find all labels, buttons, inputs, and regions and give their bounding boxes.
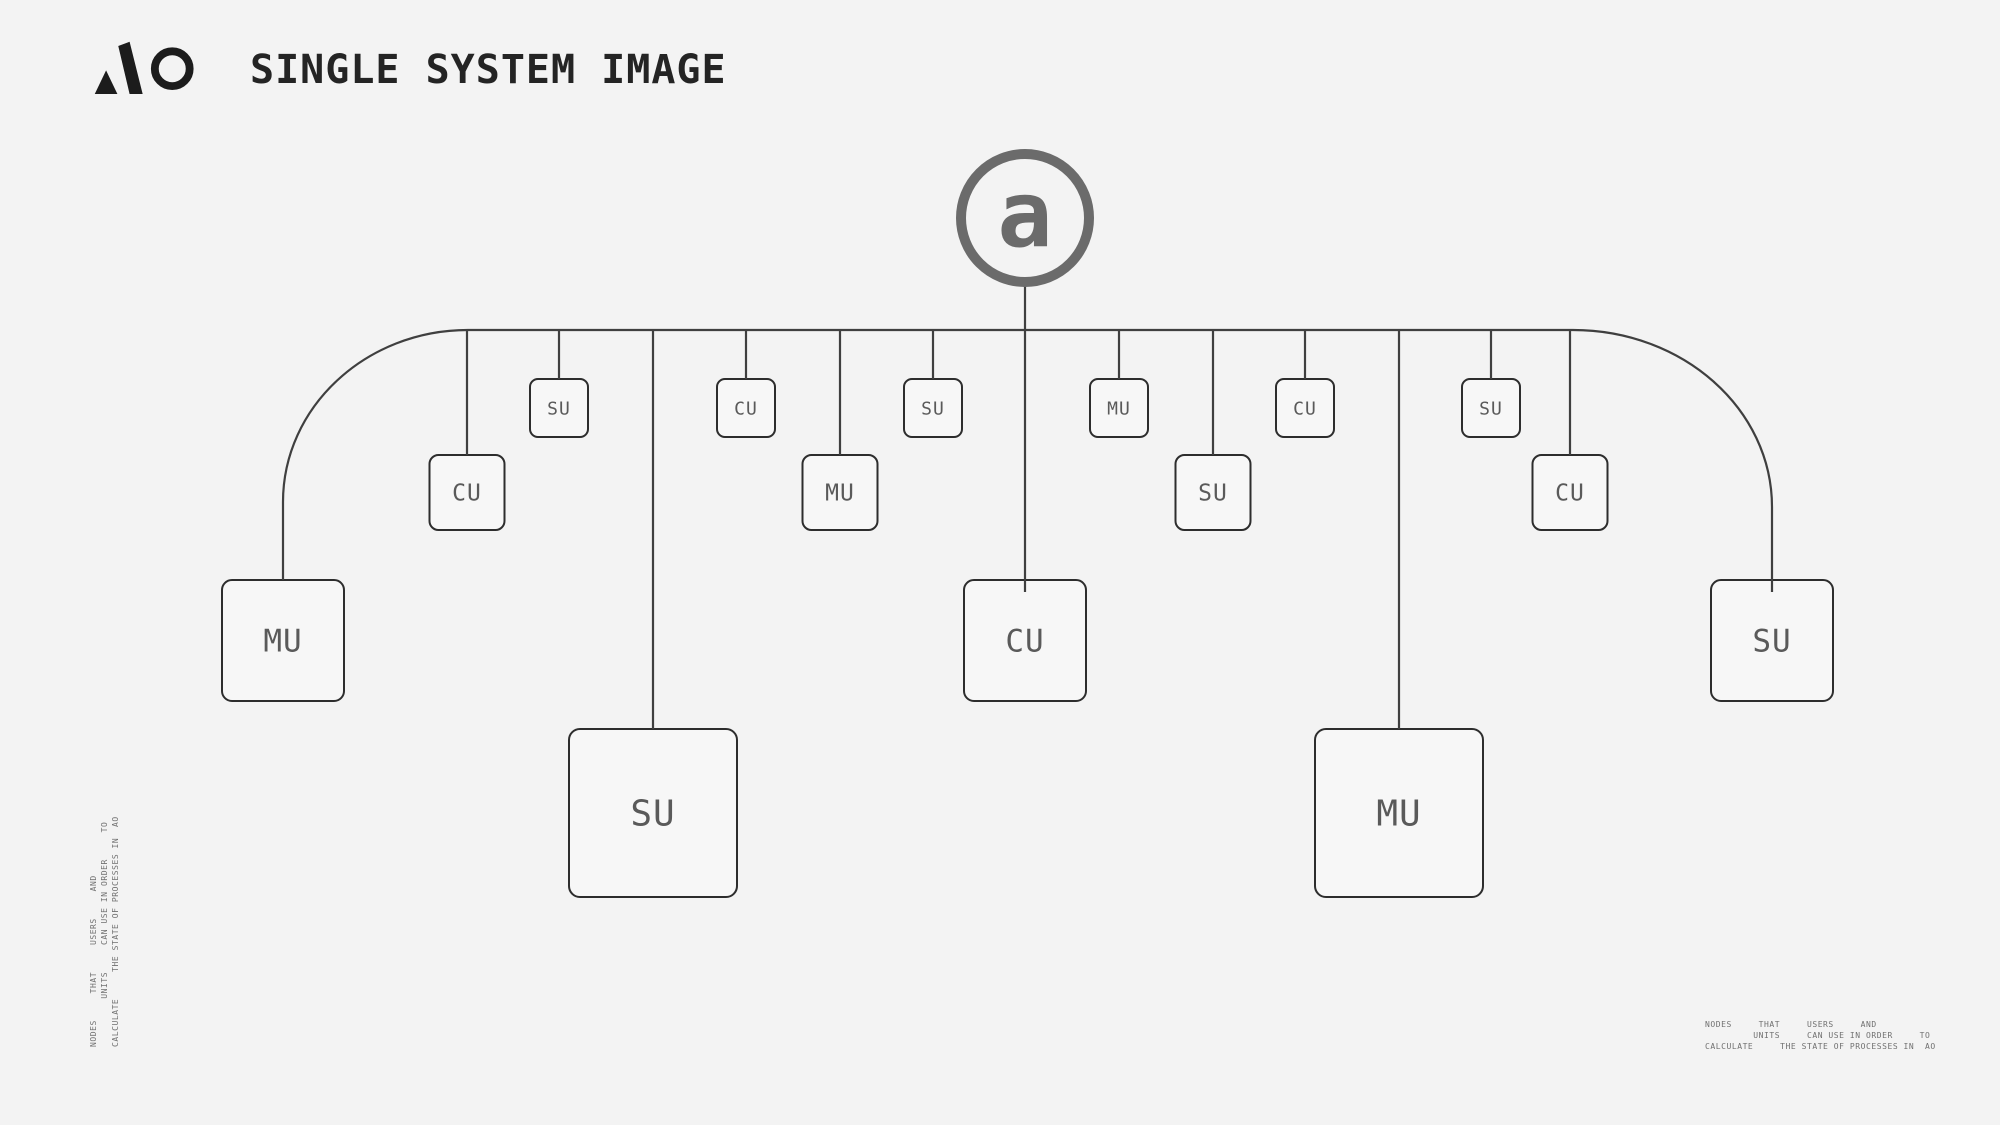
unit-node-label: MU [1107, 399, 1131, 420]
caption-bottom-right: NODES THAT USERS AND UNITS CAN USE IN OR… [1705, 1020, 1936, 1051]
root-node-label: a [997, 161, 1052, 268]
unit-node-mu: MU [221, 579, 345, 702]
unit-node-su: SU [1710, 579, 1834, 702]
caption-left-vertical: NODES THAT USERS AND UNITS CAN USE IN OR… [89, 816, 120, 1047]
unit-node-cu: CU [963, 579, 1087, 702]
unit-node-mu: MU [1089, 378, 1149, 438]
unit-node-cu: CU [428, 454, 506, 531]
unit-node-label: SU [1752, 624, 1791, 660]
unit-node-label: CU [1293, 399, 1317, 420]
unit-node-label: CU [1555, 481, 1585, 507]
unit-node-su: SU [1461, 378, 1521, 438]
ao-logo [86, 34, 208, 106]
unit-node-mu: MU [801, 454, 879, 531]
unit-node-cu: CU [716, 378, 776, 438]
bus-line [281, 328, 1774, 592]
unit-node-su: SU [1174, 454, 1252, 531]
unit-node-label: CU [734, 399, 758, 420]
unit-node-label: SU [921, 399, 945, 420]
root-node: a [956, 149, 1094, 287]
root-node-circle [956, 149, 1094, 287]
unit-node-label: SU [630, 794, 675, 835]
unit-node-label: MU [263, 624, 302, 660]
unit-node-su: SU [529, 378, 589, 438]
header: SINGLE SYSTEM IMAGE [86, 34, 727, 106]
unit-node-label: CU [1005, 624, 1044, 660]
unit-node-cu: CU [1275, 378, 1335, 438]
unit-node-label: MU [825, 481, 855, 507]
ao-logo-icon [94, 41, 194, 94]
unit-node-su: SU [568, 728, 738, 898]
unit-node-mu: MU [1314, 728, 1484, 898]
unit-node-su: SU [903, 378, 963, 438]
unit-node-cu: CU [1531, 454, 1609, 531]
unit-node-label: SU [547, 399, 571, 420]
unit-node-label: CU [452, 481, 482, 507]
page-title: SINGLE SYSTEM IMAGE [250, 47, 727, 93]
unit-node-label: SU [1479, 399, 1503, 420]
unit-node-label: SU [1198, 481, 1228, 507]
unit-node-label: MU [1376, 794, 1421, 835]
